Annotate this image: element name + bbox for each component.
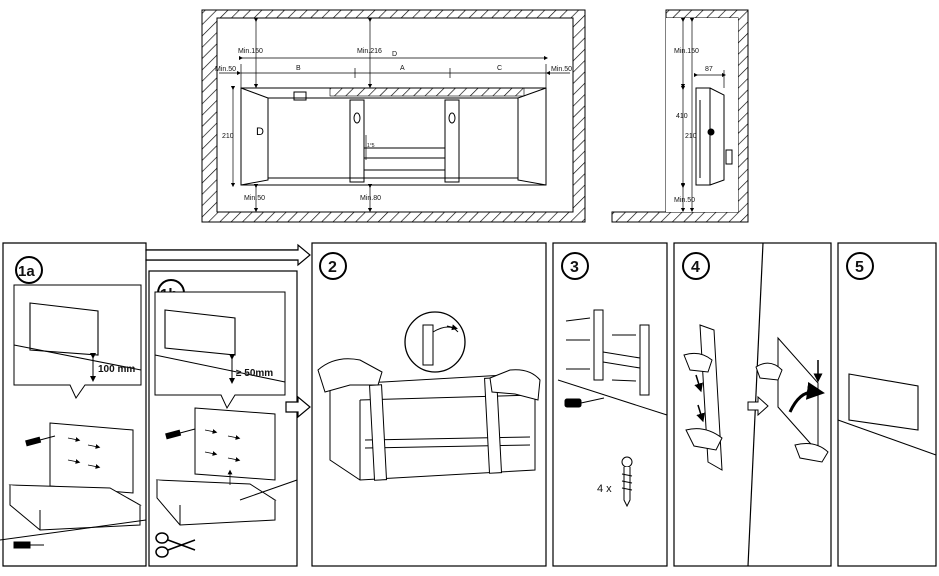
heater-panel-icon (29, 302, 99, 356)
panel-1b (148, 270, 298, 567)
side-height-210-label: 210 (685, 133, 697, 140)
screw-marks-1b (204, 429, 241, 485)
step-4-label: 4 (691, 259, 700, 276)
side-min-50-label: Min.50 (674, 197, 695, 204)
heater-hanging-left (683, 324, 723, 471)
segment-b-label: B (296, 65, 301, 72)
installed-heater (848, 373, 919, 431)
screw-set (565, 317, 637, 382)
min-50-left-label: Min.50 (215, 66, 236, 73)
screw-icon (621, 456, 633, 508)
step-panels (2, 242, 937, 567)
panel-3 (552, 242, 668, 567)
screw-marks-1a (67, 437, 101, 469)
screwdriver-icon (13, 435, 56, 549)
panel-5-content: 5 (837, 252, 937, 456)
packaging-box-1a (0, 422, 147, 541)
step-5-label: 5 (855, 259, 864, 276)
scissors-icon (155, 532, 196, 558)
detail-magnifier (404, 311, 466, 373)
heater-front (240, 87, 547, 186)
packaging-box-1b (155, 407, 298, 526)
min-80-label: Min.80 (360, 195, 381, 202)
screw-count-label: 4 x (597, 483, 612, 495)
depth-87-label: 87 (705, 66, 713, 73)
segment-c-label: C (497, 65, 502, 72)
segment-a-label: A (400, 65, 405, 72)
panel-2 (311, 242, 547, 567)
arrow-1a-to-2 (145, 243, 311, 267)
step-3-label: 3 (570, 259, 579, 276)
clearance-50-label: ≥ 50mm (236, 368, 273, 379)
min-216-label: Min.216 (357, 48, 382, 55)
side-dimension-lines (680, 17, 727, 213)
min-50-bottom-label: Min.50 (244, 195, 265, 202)
heater-side (695, 87, 733, 186)
d-total-width-label: D (392, 51, 397, 58)
step-1a-label: 1a (18, 263, 35, 280)
arrow-4-stage (747, 395, 769, 417)
clearance-100-label: 100 mm (98, 364, 135, 375)
screwdriver-icon-3 (564, 397, 605, 408)
panel-1a-content: 1a 100 mm (0, 256, 147, 549)
heater-panel-icon-1b (164, 309, 236, 356)
angle-label: 1°5 (367, 143, 375, 149)
panel-4 (673, 242, 832, 567)
min-150-label: Min.150 (238, 48, 263, 55)
height-410-label: 410 (676, 113, 688, 120)
height-210-label: 210 (222, 133, 234, 140)
screwdriver-icon-1b (165, 428, 196, 440)
front-dimension-lines (219, 17, 570, 213)
side-min-150-label: Min.150 (674, 48, 699, 55)
hands (317, 358, 541, 401)
step-2-label: 2 (328, 259, 337, 276)
panel-3-content: 3 4 x (557, 252, 668, 508)
heater-back-panel (329, 374, 536, 481)
heater-hanging-right (755, 336, 829, 463)
detail-clip (422, 324, 459, 366)
panel-2-content: 2 (317, 252, 541, 481)
side-view: Min.150 87 410 210 Min.50 (611, 9, 749, 223)
d-body-label: D (256, 126, 264, 138)
wall-brackets (593, 309, 650, 396)
panel-5 (837, 242, 937, 567)
panel-1b-content: 1b ≥ 50mm (154, 279, 298, 558)
flow-arrows (145, 243, 311, 419)
min-50-right-label: Min.50 (551, 66, 572, 73)
arrow-1b-to-2 (285, 395, 311, 419)
panel-4-content: 4 (682, 242, 829, 567)
front-view: Min.150 Min.216 D Min.50 Min.50 B A C 21… (201, 9, 586, 223)
